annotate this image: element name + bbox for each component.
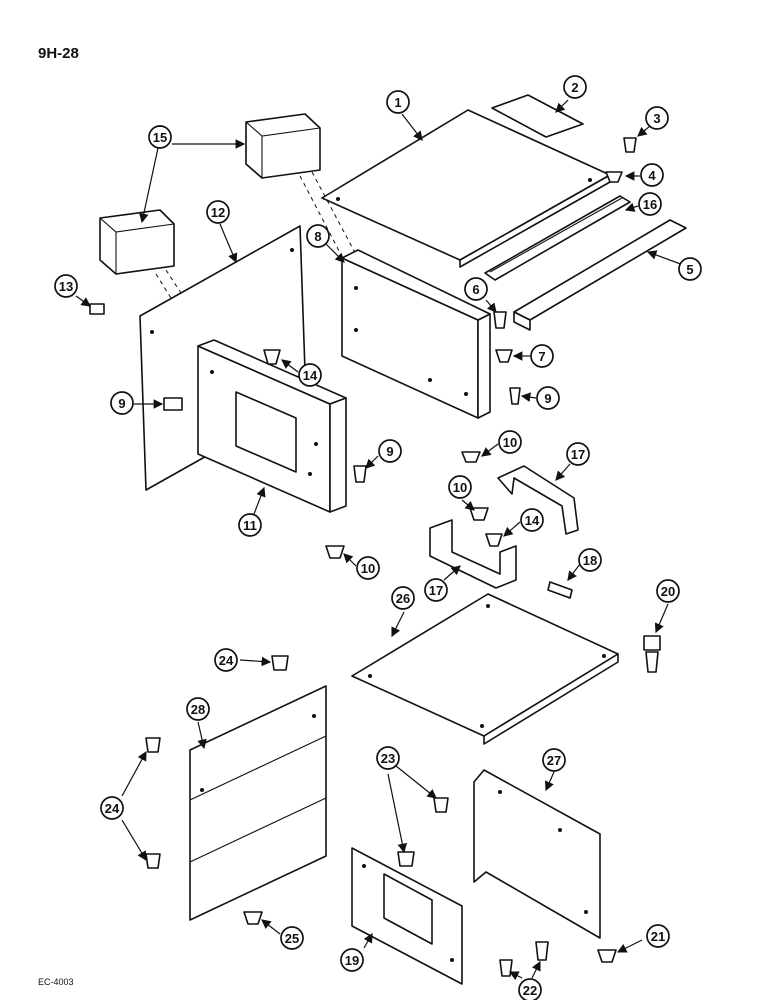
callout-7: 7	[530, 344, 554, 368]
callout-1: 1	[386, 90, 410, 114]
callout-2: 2	[563, 75, 587, 99]
part-brackets	[429, 465, 579, 589]
callout-9b: 9	[536, 386, 560, 410]
part-left-lower-panel	[189, 685, 327, 921]
callout-number: 9	[118, 396, 125, 411]
callout-21: 21	[646, 924, 670, 948]
callout-8: 8	[306, 224, 330, 248]
callout-number: 22	[523, 983, 537, 998]
callout-26: 26	[391, 586, 415, 610]
callout-number: 27	[547, 753, 561, 768]
callout-number: 6	[472, 282, 479, 297]
part-front-panel-with-window	[197, 339, 347, 513]
callout-number: 10	[503, 435, 517, 450]
part-bottom-plate	[351, 593, 619, 745]
callout-23: 23	[376, 746, 400, 770]
callout-number: 17	[429, 583, 443, 598]
callout-27: 27	[542, 748, 566, 772]
callout-3: 3	[645, 106, 669, 130]
leader-lines	[75, 99, 687, 981]
part-rails	[484, 195, 687, 331]
callout-number: 19	[345, 953, 359, 968]
callout-number: 3	[653, 111, 660, 126]
callout-25: 25	[280, 926, 304, 950]
callout-13: 13	[54, 274, 78, 298]
callout-number: 23	[381, 751, 395, 766]
part-right-lower-panel	[473, 769, 601, 939]
callout-number: 9	[386, 444, 393, 459]
callout-number: 14	[303, 368, 318, 383]
callout-10a: 10	[498, 430, 522, 454]
callout-17a: 17	[566, 442, 590, 466]
callout-11: 11	[238, 513, 262, 537]
callout-number: 10	[361, 561, 375, 576]
callout-16: 16	[638, 192, 662, 216]
callout-9a: 9	[110, 391, 134, 415]
callout-12: 12	[206, 200, 230, 224]
callout-24a: 24	[214, 648, 238, 672]
callout-number: 10	[453, 480, 467, 495]
callout-number: 25	[285, 931, 299, 946]
callout-4: 4	[640, 163, 664, 187]
callout-6: 6	[464, 277, 488, 301]
callout-number: 24	[219, 653, 234, 668]
callout-number: 4	[648, 168, 656, 183]
callout-18: 18	[578, 548, 602, 572]
callout-number: 15	[153, 130, 167, 145]
callout-bubbles: 1 2 3 4 5 6 7 8 9 9 9 10 10 10 11 12 13 …	[54, 75, 702, 1000]
part-small-front-panel	[351, 847, 463, 985]
callout-14a: 14	[298, 363, 322, 387]
callout-number: 12	[211, 205, 225, 220]
callout-number: 2	[571, 80, 578, 95]
callout-number: 21	[651, 929, 665, 944]
callout-number: 14	[525, 513, 540, 528]
part-right-side-panel	[341, 249, 491, 419]
callout-19: 19	[340, 948, 364, 972]
callout-number: 20	[661, 584, 675, 599]
fasteners	[89, 137, 661, 977]
callout-9c: 9	[378, 439, 402, 463]
part-top-cover-plate	[321, 109, 611, 268]
callout-15: 15	[148, 125, 172, 149]
callout-number: 11	[243, 518, 257, 533]
callout-10c: 10	[356, 556, 380, 580]
callout-number: 5	[686, 262, 693, 277]
callout-number: 16	[643, 197, 657, 212]
callout-number: 9	[544, 391, 551, 406]
callout-number: 17	[571, 447, 585, 462]
callout-20: 20	[656, 579, 680, 603]
callout-14b: 14	[520, 508, 544, 532]
callout-24b: 24	[100, 796, 124, 820]
callout-5: 5	[678, 257, 702, 281]
callout-number: 18	[583, 553, 597, 568]
callout-number: 24	[105, 801, 120, 816]
part-pads	[99, 113, 361, 355]
callout-number: 8	[314, 229, 321, 244]
callout-17b: 17	[424, 578, 448, 602]
callout-number: 13	[59, 279, 73, 294]
callout-10b: 10	[448, 475, 472, 499]
callout-22: 22	[518, 978, 542, 1000]
callout-28: 28	[186, 697, 210, 721]
callout-number: 1	[394, 95, 401, 110]
page-code: 9H-28	[38, 45, 79, 62]
callout-number: 26	[396, 591, 410, 606]
callout-number: 7	[538, 349, 545, 364]
figure-code: EC-4003	[38, 977, 74, 987]
callout-number: 28	[191, 702, 205, 717]
part-strip	[491, 94, 584, 138]
